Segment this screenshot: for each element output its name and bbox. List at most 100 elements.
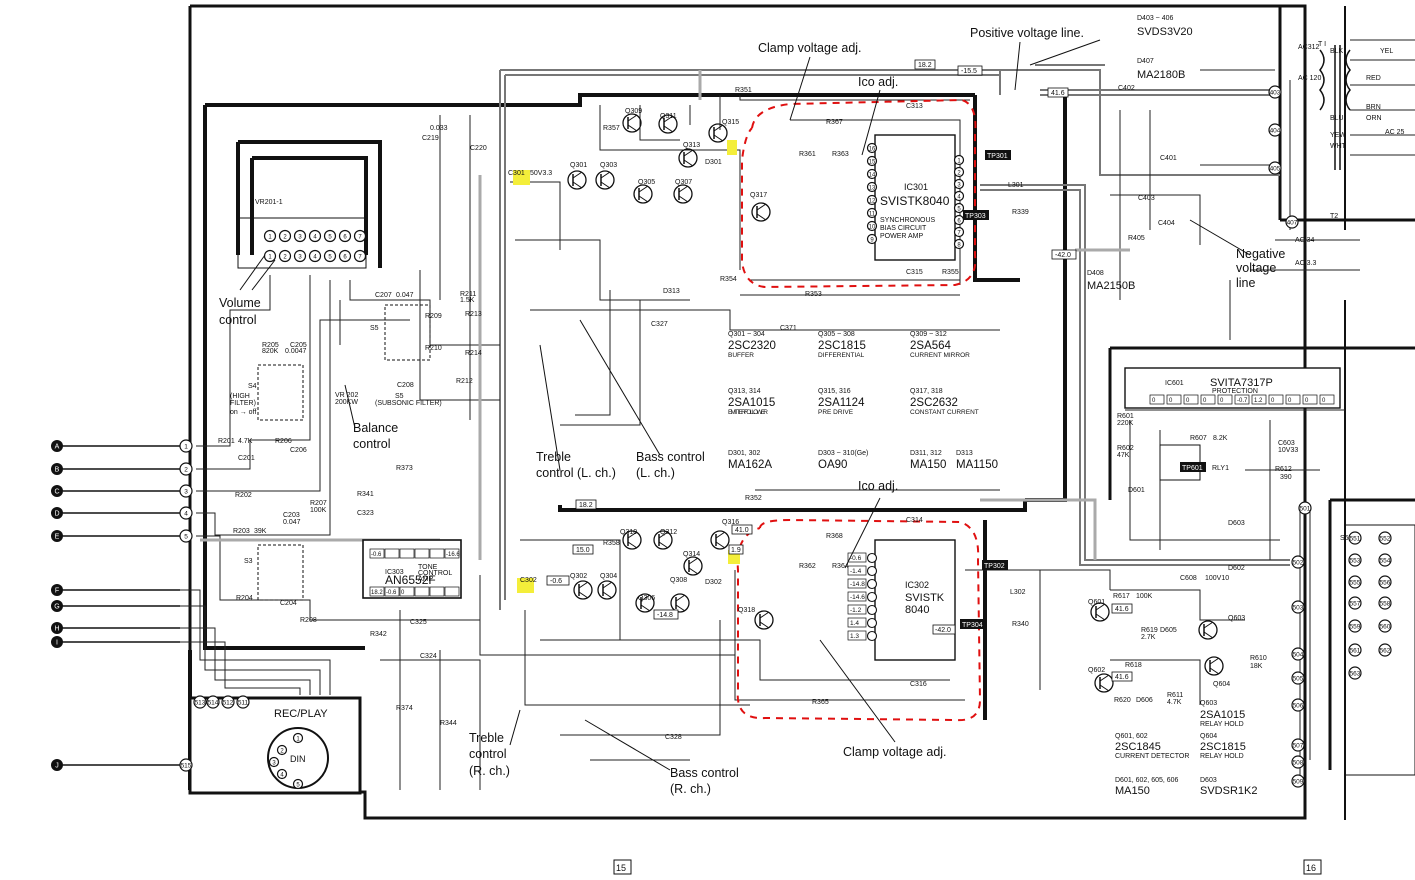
lbl-c220: C220 (470, 145, 487, 152)
lbl-r355: R355 (942, 269, 959, 276)
ic301-pin-5-circle (953, 202, 965, 214)
volume-label-2: control (219, 313, 257, 327)
terminal-left-5-label: 5 (184, 534, 188, 541)
terminal-507: 507 (1291, 738, 1305, 752)
terminal-group-right: 4034044054075015025035045055065075085095… (1268, 85, 1392, 788)
ic301-pin-16-circle (866, 142, 878, 154)
ic303-bottom-pin-4 (414, 586, 430, 597)
lbl-r357: R357 (603, 125, 620, 132)
ic601-pin-6-box (1234, 394, 1250, 405)
pot-terminal-2-3: 3 (293, 249, 307, 263)
pot-terminal-1-7: 7 (353, 229, 367, 243)
lbl-r209: R209 (425, 313, 442, 320)
ic601-pin-5-box (1217, 394, 1233, 405)
bass-l-label-2: (L. ch.) (636, 466, 675, 480)
adjustment-outlines (736, 98, 982, 722)
ic601-pin-2-volt: 0 (1169, 398, 1173, 404)
transistor-6-emitter (663, 125, 674, 133)
lbl-r201: R201 (218, 438, 235, 445)
transistor-9-collector (756, 203, 767, 211)
positive-line-label: Positive voltage line. (970, 26, 1084, 40)
ic601-pin-10-volt: 0 (1305, 398, 1309, 404)
ic601-pin-2-box (1166, 394, 1182, 405)
ic301-pin-15: 15 (866, 155, 878, 167)
transistor-19-collector (1095, 603, 1106, 611)
lbl-r611: R611 (1167, 692, 1183, 699)
treble-l-label-2: control (L. ch.) (536, 466, 616, 480)
pot-terminal-2-7-label: 7 (358, 255, 362, 261)
transistor-18-body (754, 610, 774, 630)
lbl-c324: C324 (420, 653, 437, 660)
transistor-14-collector (627, 531, 638, 539)
transistor-8-body (708, 123, 728, 143)
ic303-top-pin-2 (384, 548, 400, 559)
terminal-404: 404 (1268, 123, 1282, 137)
transistor-15-collector (658, 531, 669, 539)
ic301-pin-14-circle (866, 168, 878, 180)
lbl-c327: C327 (651, 321, 668, 328)
ic301-pin-13-label: 13 (869, 186, 876, 192)
ic301-pin-10-label: 10 (869, 225, 876, 231)
lbl-r617-val: 100K (1136, 593, 1153, 600)
transistor-4-collector (678, 185, 689, 193)
lbl-r610-val: 18K (1250, 663, 1263, 670)
lbl-r368: R368 (826, 533, 843, 540)
transistor-8-emitter (713, 134, 724, 142)
pot-terminal-1-6: 6 (338, 229, 352, 243)
terminal-403-label: 403 (1270, 90, 1281, 97)
terminal-555: 555 (1348, 575, 1362, 589)
ic601-pin-3-box (1183, 394, 1199, 405)
lbl-c219-val: 0.033 (430, 125, 448, 132)
terminal-504-circle (1291, 647, 1305, 661)
pot-terminal-1-5-circle (323, 229, 337, 243)
connector-g-label: G (54, 604, 59, 611)
pot-terminal-1-4: 4 (308, 229, 322, 243)
ic301-pin-5-label: 5 (957, 207, 961, 213)
ic302-pin-3-volt: -14.8 (850, 581, 865, 588)
ic601-pin-10-box (1302, 394, 1318, 405)
lbl-c201: C201 (238, 455, 255, 462)
transistor-20-body (1094, 673, 1114, 693)
lbl-r339: R339 (1012, 209, 1029, 216)
lbl-q306: Q306 (638, 595, 655, 602)
din-pin-4: 4 (276, 768, 288, 780)
lbl-c603: C603 (1278, 440, 1295, 447)
terminal-512: 512 (221, 695, 235, 709)
pot-terminal-1-6-circle (338, 229, 352, 243)
lbl-c402: C402 (1118, 85, 1135, 92)
ic301-pin-8-label: 8 (957, 243, 961, 249)
connector-b-dot (51, 463, 63, 475)
lbl-ac33: AC 3.3 (1295, 260, 1317, 267)
d403-part: SVDS3V20 (1137, 26, 1193, 38)
din-pin-4-circle (276, 768, 288, 780)
connector-i: I (51, 636, 180, 648)
transistor-21-collector (1203, 621, 1214, 629)
lbl-r203: R203 (233, 528, 250, 535)
wiring (60, 39, 1415, 790)
parts-list-refs-2: Q305 ~ 308 (818, 331, 855, 338)
parts-list-refs-6: Q317, 318 (910, 388, 943, 395)
ic601-pin-4-volt: 0 (1203, 398, 1207, 404)
lbl-q602: Q602 (1088, 667, 1105, 674)
lbl-r210: R210 (425, 345, 442, 352)
bass-r-label-1: Bass control (670, 766, 739, 780)
right-parts-text: D403 ~ 406 SVDS3V20 D407 MA2180B D408 MA… (1087, 15, 1257, 797)
transistor-19-emitter (1095, 613, 1106, 621)
parts-list-part-8: OA90 (818, 459, 847, 471)
lbl-r619: R619 (1141, 627, 1158, 634)
terminal-511-circle (236, 695, 250, 709)
lbl-q603: Q603 (1228, 615, 1245, 622)
volt-41-6-a: 41.6 (1115, 606, 1129, 613)
ic302-pin-7: 1.3 (847, 630, 878, 642)
lbl-c204: C204 (280, 600, 297, 607)
d603-part: SVDSR1K2 (1200, 785, 1257, 797)
tp601: TP601 (1182, 465, 1203, 472)
lbl-r351: R351 (735, 87, 752, 94)
parts-list-refs-8: D303 ~ 310(Ge) (818, 450, 868, 457)
terminal-503-circle (1291, 600, 1305, 614)
lbl-yew: YEW (1330, 132, 1346, 139)
pot-terminal-1-7-label: 7 (358, 235, 362, 241)
